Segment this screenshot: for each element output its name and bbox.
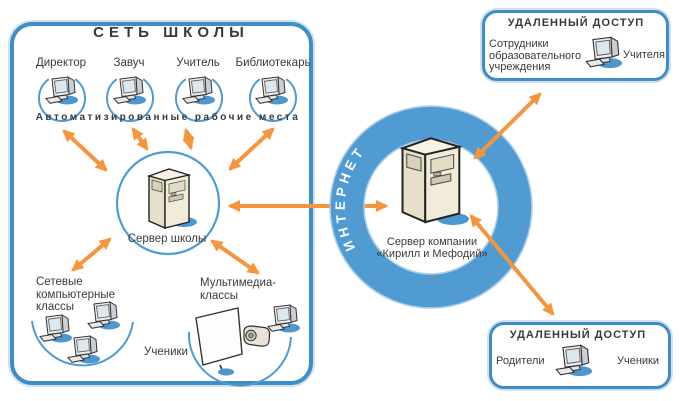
desktop-computer-icon [113, 76, 147, 105]
remote-arrows [469, 92, 555, 316]
remote-top-left-label: Сотрудники образовательного учреждения [489, 38, 582, 74]
workstation-label-director: Директор [35, 57, 87, 69]
desktop-computer-icon [585, 36, 623, 69]
remote-top-left-line: учреждения [489, 61, 551, 73]
desktop-computer-icon [45, 76, 79, 105]
desktop-computer-icon [255, 76, 289, 105]
workstation-arc [38, 78, 86, 123]
workstation-arc [106, 78, 154, 123]
remote-top-left-line: Сотрудники [489, 38, 549, 50]
school-network-title: СЕТЬ ШКОЛЫ [93, 24, 249, 41]
arrow-server-network-classes [71, 237, 112, 272]
network-classes-line: компьютерные [36, 288, 115, 301]
school-server-label: Сервер школы [127, 233, 207, 245]
workstations-caption: Автоматизированные рабочие места [35, 112, 301, 123]
desktop-computer-icon [39, 314, 73, 343]
workstation-label-librarian: Библиотекарь [235, 57, 311, 69]
projection-screen-icon [195, 307, 243, 377]
arrow-director-server [62, 129, 108, 172]
remote-bottom-left-label: Родители [496, 355, 545, 367]
desktop-computer-icon [182, 76, 216, 105]
arrow-internet-remote-top [473, 92, 542, 160]
company-server-line: Сервер компании [386, 236, 478, 248]
remote-access-bottom-title: УДАЛЕННЫЙ ДОСТУП [509, 329, 647, 341]
remote-top-right-label: Учителя [623, 49, 665, 61]
arrow-head-teacher-server [131, 127, 149, 151]
workstation-arc [249, 78, 297, 123]
desktop-computer-icon [555, 344, 593, 377]
arrow-internet-remote-bottom [469, 214, 555, 316]
multimedia-classes-label: Мультимедиа- классы [200, 277, 276, 302]
workstation-arc [175, 78, 223, 123]
projector-icon [243, 325, 271, 347]
arrow-teacher-server [182, 127, 195, 151]
company-server-line: «Кирилл и Мефодий» [376, 248, 488, 260]
arrow-librarian-server [228, 127, 275, 171]
desktop-computer-icon [267, 304, 301, 333]
multimedia-classes-arc [187, 331, 292, 387]
multimedia-classes-line: Мультимедиа- [200, 277, 277, 289]
remote-access-top-title: УДАЛЕННЫЙ ДОСТУП [507, 17, 645, 29]
workstation-label-teacher: Учитель [176, 57, 220, 69]
arrow-server-multimedia [210, 239, 260, 275]
network-classes-arc [31, 320, 134, 367]
server-tower-icon [401, 137, 461, 224]
school-arrows [62, 127, 275, 275]
workstation-label-head-teacher: Завуч [113, 57, 145, 69]
remote-top-left-line: образовательного [489, 49, 582, 62]
network-classes-line: классы [36, 301, 75, 313]
network-classes-line: Сетевые [36, 276, 83, 288]
company-server-label: Сервер компании «Кирилл и Мефодий» [376, 236, 487, 260]
server-tower-icon [148, 168, 190, 229]
remote-access-top-box [482, 10, 669, 81]
multimedia-classes-line: классы [200, 289, 239, 302]
network-classes-label: Сетевые компьютерные классы [36, 276, 115, 314]
workstation-arcs [38, 78, 297, 123]
internet-ring [329, 105, 533, 309]
students-label: Ученики [144, 346, 188, 358]
desktop-computer-icon [67, 335, 101, 364]
remote-bottom-right-label: Ученики [617, 355, 660, 367]
